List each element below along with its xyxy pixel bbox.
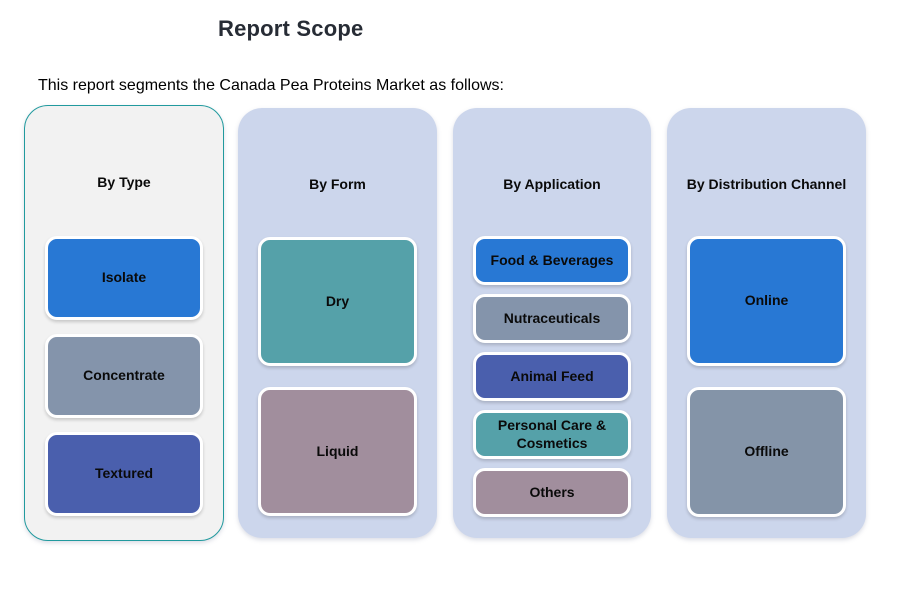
segment-item-label: Online (744, 292, 789, 309)
segment-column-by-form: By Form Dry Liquid (238, 108, 437, 538)
column-items: Food & Beverages Nutraceuticals Animal F… (473, 236, 631, 517)
segment-item-food-beverages: Food & Beverages (473, 236, 631, 285)
segment-item-dry: Dry (258, 237, 417, 366)
segment-item-concentrate: Concentrate (45, 334, 203, 418)
column-header-by-distribution-channel: By Distribution Channel (686, 175, 847, 192)
column-header-by-type: By Type (97, 173, 151, 190)
segment-column-by-application: By Application Food & Beverages Nutraceu… (453, 108, 651, 538)
segment-item-liquid: Liquid (258, 387, 417, 516)
segment-item-label: Liquid (316, 442, 359, 459)
segment-item-label: Personal Care & Cosmetics (497, 417, 607, 451)
segment-item-personal-care-cosmetics: Personal Care & Cosmetics (473, 410, 631, 459)
segment-column-by-type: By Type Isolate Concentrate Textured (24, 105, 224, 541)
segment-item-nutraceuticals: Nutraceuticals (473, 294, 631, 343)
column-items: Isolate Concentrate Textured (45, 236, 203, 516)
subtitle: This report segments the Canada Pea Prot… (38, 77, 504, 94)
page-title: Report Scope (218, 16, 364, 41)
segment-item-label: Dry (325, 292, 350, 309)
segment-item-label: Food & Beverages (490, 251, 614, 268)
segment-item-label: Animal Feed (510, 367, 594, 384)
segment-item-textured: Textured (45, 432, 203, 516)
segment-item-offline: Offline (687, 387, 846, 517)
segment-item-label: Isolate (101, 269, 147, 286)
column-header-by-form: By Form (309, 175, 366, 192)
segment-item-label: Textured (94, 465, 154, 482)
segment-item-isolate: Isolate (45, 236, 203, 320)
column-items: Dry Liquid (258, 237, 417, 516)
column-items: Online Offline (687, 236, 846, 517)
segment-item-label: Nutraceuticals (503, 309, 601, 326)
column-header-by-application: By Application (503, 175, 601, 192)
segment-item-label: Others (529, 483, 575, 500)
segment-item-others: Others (473, 468, 631, 517)
segment-item-label: Concentrate (83, 367, 165, 384)
segment-column-by-distribution-channel: By Distribution Channel Online Offline (667, 108, 866, 538)
segment-item-label: Offline (744, 443, 789, 460)
segment-item-online: Online (687, 236, 846, 366)
segment-item-animal-feed: Animal Feed (473, 352, 631, 401)
